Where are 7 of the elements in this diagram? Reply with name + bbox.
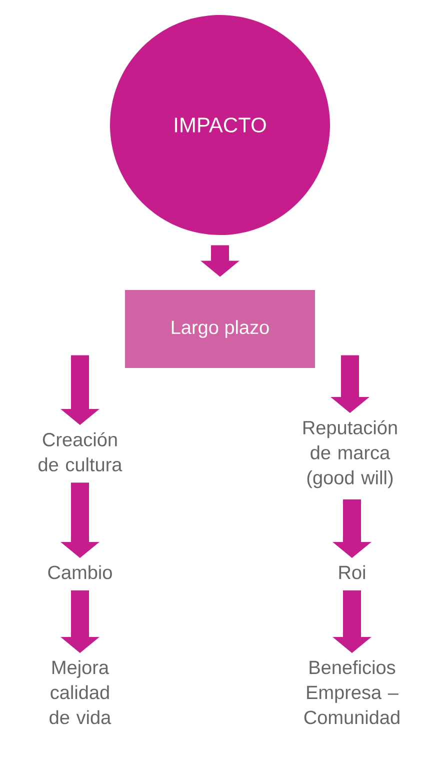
outcome-label: Mejora calidad de vida [50,660,112,724]
outcome-label: Cambio [48,565,112,580]
outcome-label: Roi [339,565,365,580]
outcome-label: Creación de cultura [38,432,122,472]
outcome-label: Reputación de marca (good will) [304,420,397,488]
term-box: Largo plazo [125,290,315,368]
outcome-label: Beneficios Empresa – Comunidad [304,660,400,724]
